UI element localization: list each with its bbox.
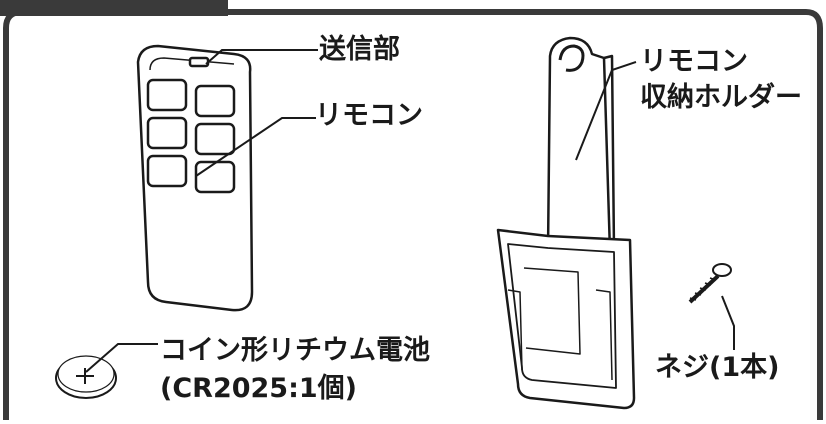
battery-label: コイン形リチウム電池 (CR2025:1個) bbox=[160, 332, 430, 408]
remote-holder-illustration bbox=[496, 36, 636, 410]
coin-battery-illustration bbox=[55, 355, 117, 399]
holder-label: リモコン 収納ホルダー bbox=[640, 44, 802, 116]
holder-label-line2: 収納ホルダー bbox=[640, 82, 802, 113]
screw-label: ネジ(1本) bbox=[655, 352, 780, 383]
screw-illustration bbox=[688, 263, 732, 304]
remote-control-illustration bbox=[136, 44, 254, 312]
transmitter-label: 送信部 bbox=[319, 34, 400, 65]
remote-label: リモコン bbox=[315, 100, 423, 131]
holder-label-line1: リモコン bbox=[640, 46, 748, 77]
leader-lines bbox=[85, 49, 735, 373]
battery-label-line1: コイン形リチウム電池 bbox=[160, 335, 430, 366]
battery-label-line2: (CR2025:1個) bbox=[160, 373, 358, 404]
